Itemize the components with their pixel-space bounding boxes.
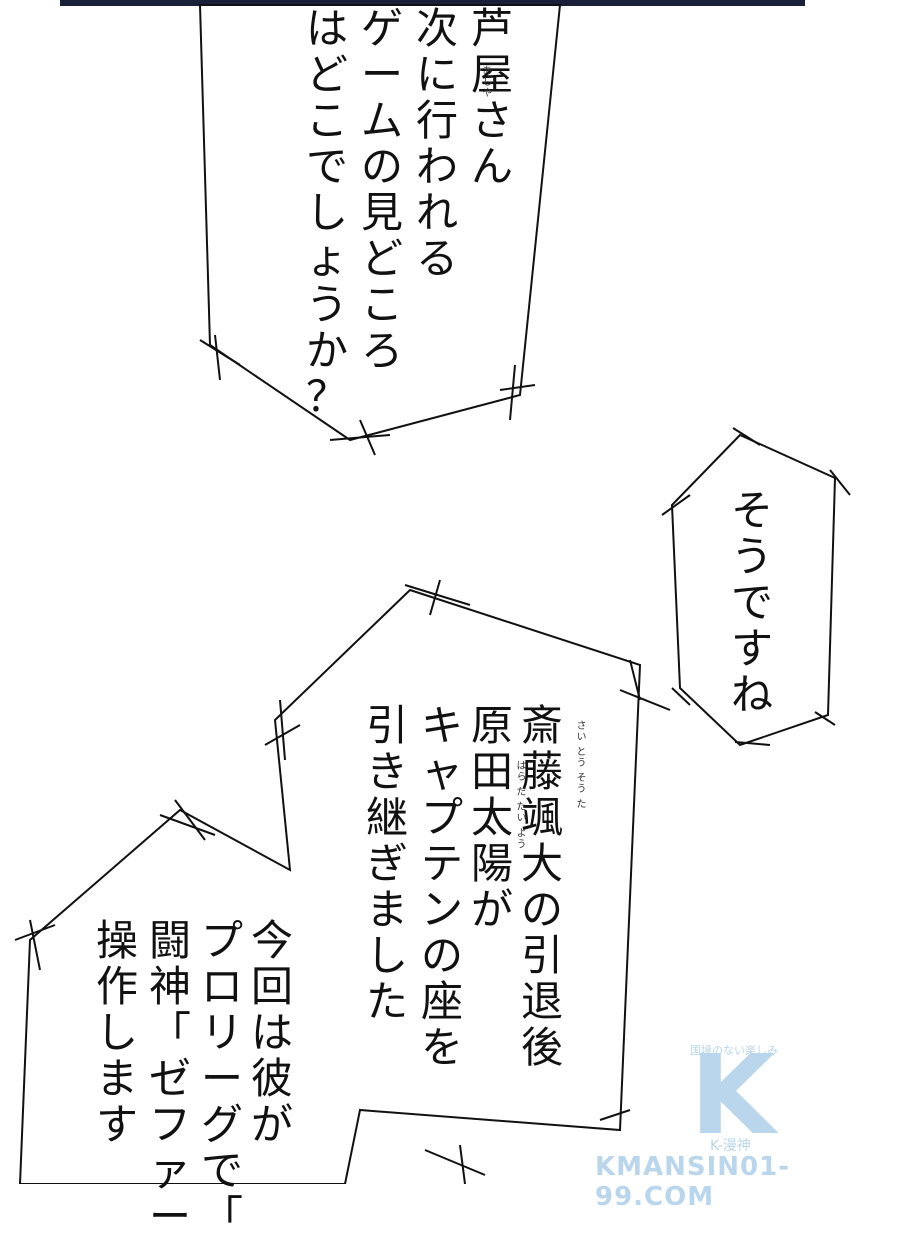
bubble-1-ticks	[199, 334, 536, 456]
watermark-brand: K-漫神	[710, 1138, 751, 1154]
bubble-1-line-4: はどこでしょうか？	[305, 4, 350, 421]
bubble-2-outline	[670, 433, 837, 747]
speech-bubbles-layer	[14, 0, 851, 1184]
bubble-3-line-1: 斎藤颯大の引退後	[520, 701, 565, 1072]
manga-page: 芦屋さん 次に行われる ゲームの見どころ はどこでしょうか？ あしや そうですね…	[14, 0, 851, 1238]
bubble-1-ruby: あしや	[480, 65, 491, 98]
bubble-4-line-2: プロリーグで「	[200, 916, 245, 1241]
bubble-1-line-1: 芦屋さん	[470, 4, 515, 191]
watermark-tagline: 国境のない楽しみ	[690, 1044, 778, 1057]
watermark-url: KMANSIN01-99.COM	[595, 1152, 791, 1212]
panel-top-strip	[60, 0, 805, 6]
bubble-4-line-3: 闘神「ゼファー	[148, 916, 193, 1241]
bubble-1-line-3: ゲームの見どころ	[360, 4, 405, 375]
watermark-logo: K	[690, 1031, 776, 1159]
bubble-3-line-3: キャプテンの座を	[420, 701, 465, 1072]
bubble-3-line-4: 引き継ぎました	[365, 701, 410, 1026]
bubble-4-line-1: 今回は彼が	[250, 916, 295, 1149]
bubble-3-ticks	[14, 579, 671, 1184]
bubble-1-outline	[198, 4, 562, 442]
bubble-2-ticks	[661, 427, 851, 746]
bubble-3-line-2: 原田太陽が	[470, 701, 515, 934]
bubble-3-outline	[18, 588, 642, 1184]
bubble-3-ruby-1: さい とう そう た	[574, 720, 585, 810]
bubble-2-line-1: そうですね	[730, 486, 775, 719]
bubble-1-line-2: 次に行われる	[415, 4, 460, 283]
bubble-4-line-4: 操作します	[95, 916, 140, 1149]
bubble-3-ruby-2: はら だ たい よう	[514, 760, 525, 850]
